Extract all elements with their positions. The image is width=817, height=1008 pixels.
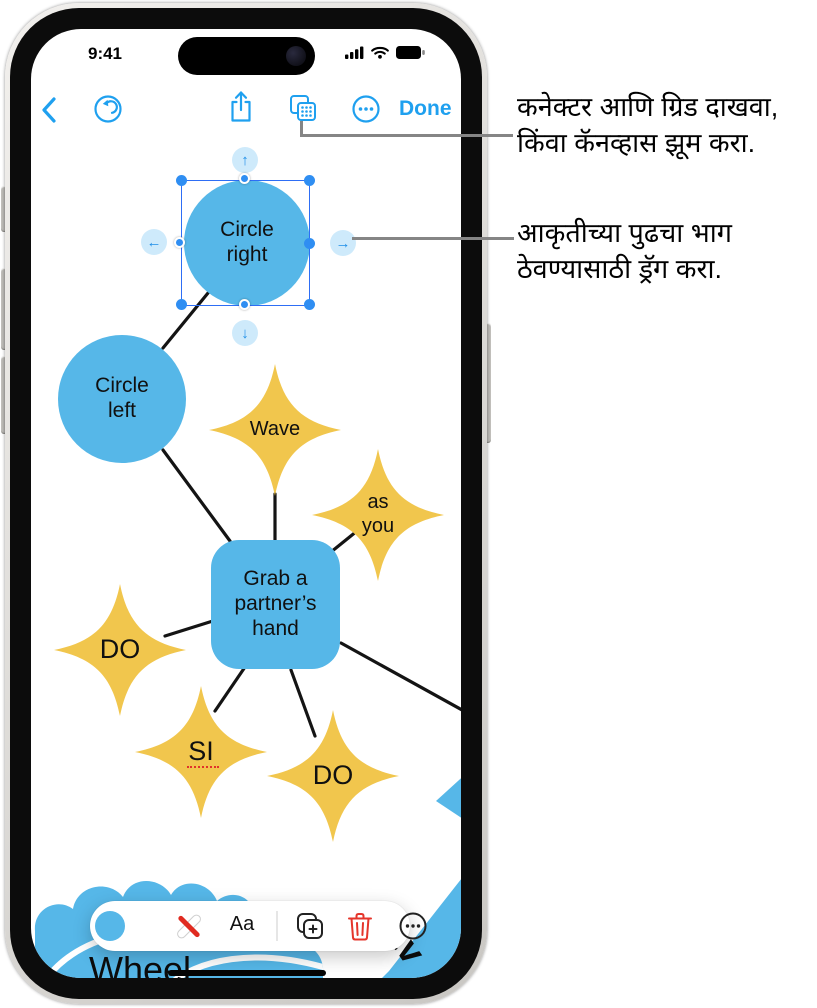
share-icon: [231, 91, 251, 122]
status-time: 9:41: [87, 44, 123, 63]
callout-text-drag: आकृतीच्या पुढचा भाग ठेवण्यासाठी ड्रॅग कर…: [517, 218, 732, 284]
show-grid-connectors-button[interactable]: [287, 92, 319, 129]
status-icons: [345, 46, 425, 59]
app-screen: 9:41: [31, 29, 461, 978]
duplicate-icon: [297, 913, 323, 939]
duplicate-button[interactable]: [295, 911, 325, 941]
shape-save-arrow[interactable]: [381, 759, 461, 978]
more-button[interactable]: [351, 94, 381, 129]
selection-handle[interactable]: [176, 299, 187, 310]
callout-line-drag: [352, 237, 514, 240]
wifi-icon: [371, 46, 389, 59]
undo-icon: [94, 95, 122, 123]
chevron-left-icon: [42, 97, 56, 123]
callout-line-grid: [300, 121, 513, 137]
context-toolbar: Aa: [90, 901, 427, 951]
camera-icon: [286, 46, 306, 66]
line-style-button[interactable]: [174, 911, 204, 941]
shape-circle-left[interactable]: [58, 335, 186, 463]
selection-handle[interactable]: [176, 175, 187, 186]
selection-handle[interactable]: [304, 238, 315, 249]
dynamic-island: [178, 37, 315, 75]
selection-handle[interactable]: [174, 237, 185, 248]
battery-icon: [396, 46, 425, 59]
volume-down-button[interactable]: [1, 356, 8, 434]
shape-star-wave[interactable]: [205, 360, 345, 500]
shape-circle-right[interactable]: [184, 180, 310, 306]
shape-star-si[interactable]: [131, 682, 271, 822]
delete-button[interactable]: [346, 911, 376, 941]
more-options-button[interactable]: [398, 911, 428, 941]
done-button[interactable]: Done: [399, 97, 452, 120]
callout-text-grid: कनेक्टर आणि ग्रिड दाखवा, किंवा कॅनव्हास …: [517, 92, 779, 158]
toolbar-divider: [276, 911, 278, 941]
move-left-arrow-button[interactable]: ←: [141, 229, 167, 255]
volume-up-button[interactable]: [1, 268, 8, 350]
selection-handle[interactable]: [239, 299, 250, 310]
undo-button[interactable]: [93, 94, 123, 129]
text-style-button[interactable]: Aa: [229, 913, 255, 935]
shape-star-do-bottom[interactable]: [263, 706, 403, 846]
connector-lines: [161, 291, 461, 738]
move-down-arrow-button[interactable]: ↓: [232, 320, 258, 346]
mute-switch[interactable]: [1, 186, 8, 232]
selection-handle[interactable]: [304, 175, 315, 186]
share-button[interactable]: [227, 90, 255, 129]
move-right-arrow-button[interactable]: →: [330, 230, 356, 256]
move-up-arrow-button[interactable]: ↑: [232, 147, 258, 173]
iphone-bezel: 9:41: [10, 8, 482, 999]
shape-star-as-you[interactable]: [308, 445, 448, 585]
spellcheck-underline: [187, 766, 219, 768]
selection-handle[interactable]: [239, 173, 250, 184]
ellipsis-circle-icon: [399, 912, 427, 940]
signal-icon: [345, 46, 364, 59]
ellipsis-circle-icon: [352, 95, 380, 123]
back-button[interactable]: [39, 95, 59, 130]
home-indicator[interactable]: [168, 970, 326, 976]
shape-star-do-left[interactable]: [50, 580, 190, 720]
trash-icon: [348, 913, 372, 941]
selection-handle[interactable]: [304, 299, 315, 310]
color-swatch[interactable]: [95, 911, 125, 941]
shape-square-grab[interactable]: [211, 540, 340, 669]
iphone-frame: 9:41: [5, 3, 487, 1004]
grid-view-icon: [290, 95, 316, 121]
power-button[interactable]: [484, 323, 491, 443]
selection-box: [174, 173, 315, 310]
